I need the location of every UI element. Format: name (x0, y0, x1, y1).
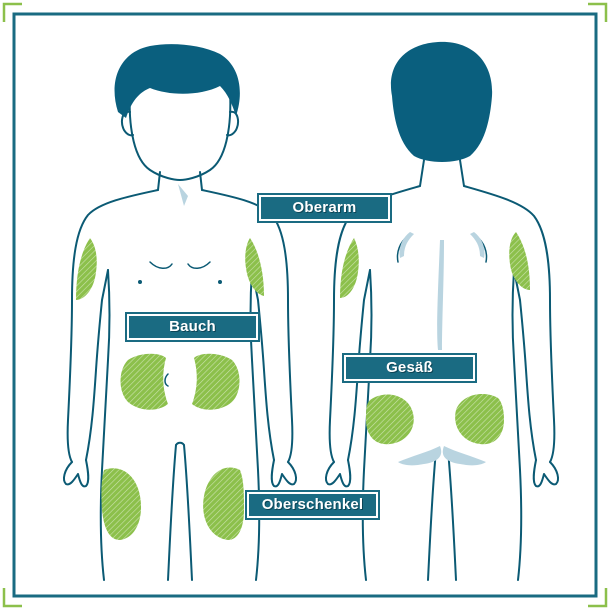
front-neck-shade (178, 184, 188, 206)
zone-left-upper-arm (76, 238, 97, 300)
zone-buttock-left (366, 395, 414, 445)
label-oberschenkel: Oberschenkel (247, 492, 378, 518)
front-injection-zones (76, 238, 264, 540)
label-gesaess: Gesäß (344, 355, 475, 381)
zone-buttock-right (455, 394, 504, 444)
label-bauch: Bauch (127, 314, 258, 340)
zone-back-left-upper-arm (340, 238, 359, 298)
zone-abdomen-right (192, 354, 240, 410)
label-oberarm: Oberarm (259, 195, 390, 221)
back-hair (391, 42, 492, 162)
back-injection-zones (340, 232, 530, 444)
zone-right-upper-arm (245, 238, 264, 296)
zone-left-thigh (101, 468, 141, 540)
zone-abdomen-left (121, 354, 169, 410)
zone-right-thigh (203, 468, 244, 540)
